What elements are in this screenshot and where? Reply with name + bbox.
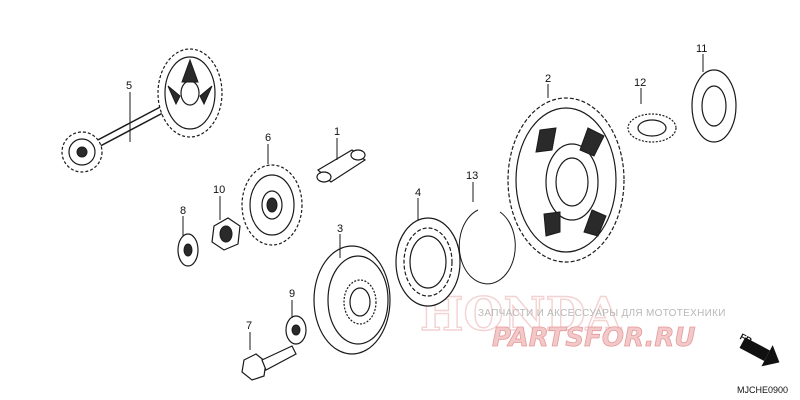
- callout-12: 12: [634, 77, 646, 89]
- part-5-shaft-gear: [61, 48, 223, 173]
- callout-9: 9: [289, 288, 295, 300]
- part-6-gear: [241, 164, 303, 246]
- part-3-hub: [313, 245, 391, 355]
- watermark-logo: PARTSFOR.RU: [492, 323, 695, 353]
- callout-6: 6: [265, 132, 271, 144]
- watermark-caption: ЗАПЧАСТИ И АКСЕССУАРЫ ДЛЯ МОТОТЕХНИКИ: [478, 308, 726, 319]
- callout-5: 5: [126, 80, 132, 92]
- fr-arrow-icon: [739, 337, 780, 367]
- callout-1: 1: [334, 126, 340, 138]
- callouts: 5 1 2 3 4 6 7 8 9 10 11 12 13: [126, 43, 707, 332]
- callout-4: 4: [415, 187, 421, 199]
- part-8-washer: [177, 233, 199, 267]
- part-2-large-gear: [507, 97, 625, 263]
- front-direction-indicator: FR.: [738, 331, 780, 367]
- part-12-needle-bearing: [627, 113, 677, 143]
- part-1-pin: [316, 149, 367, 183]
- watermark-brand: HONDA: [420, 287, 622, 341]
- part-11-thrust-plate: [691, 69, 737, 143]
- diagram-code: MJCHE0900: [737, 385, 788, 395]
- callout-2: 2: [545, 73, 551, 85]
- part-13-snap-ring: [458, 209, 516, 285]
- part-4-clutch: [395, 217, 461, 307]
- callout-7: 7: [246, 320, 252, 332]
- part-7-bolt: [241, 345, 297, 381]
- leader-lines: [129, 54, 704, 350]
- callout-8: 8: [180, 205, 186, 217]
- callout-11: 11: [696, 43, 707, 55]
- watermark: HONDA ЗАПЧАСТИ И АКСЕССУАРЫ ДЛЯ МОТОТЕХН…: [419, 286, 726, 353]
- callout-13: 13: [466, 170, 478, 182]
- callout-3: 3: [337, 223, 343, 235]
- callout-10: 10: [213, 184, 225, 196]
- part-10-nut: [211, 217, 241, 251]
- part-9-washer: [285, 315, 307, 345]
